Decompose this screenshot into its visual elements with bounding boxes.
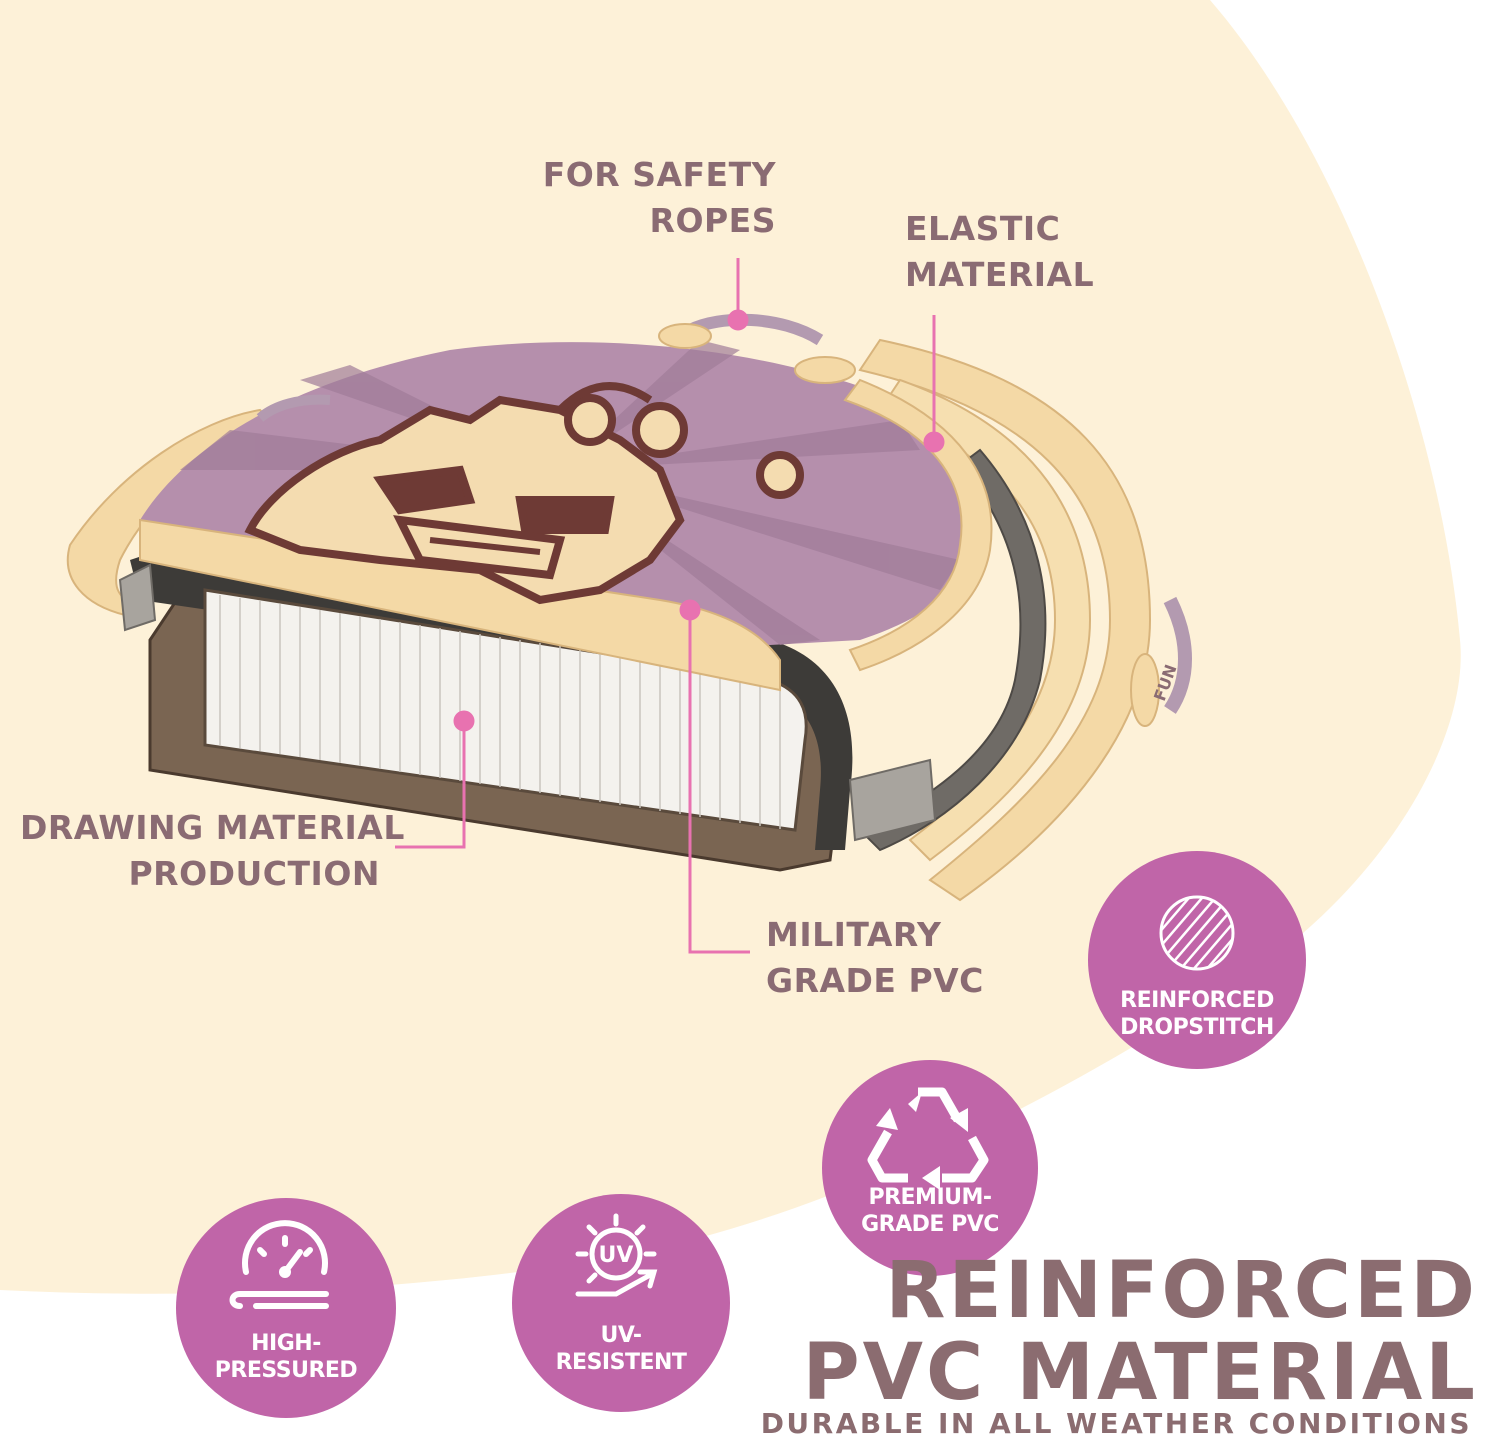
leader-military <box>688 612 750 954</box>
badge-premium-line2: GRADE PVC <box>861 1212 999 1237</box>
callout-elastic-line2: MATERIAL <box>905 255 1095 294</box>
uv-icon-text: UV <box>599 1243 634 1268</box>
badge-uv-line1: UV- <box>600 1323 642 1348</box>
headline-line1: REINFORCED <box>885 1246 1478 1336</box>
headline: REINFORCED PVC MATERIAL <box>802 1250 1478 1414</box>
uv-sun-icon: UV <box>575 1213 658 1297</box>
rope-handle-right <box>1163 596 1192 714</box>
tagline: DURABLE IN ALL WEATHER CONDITIONS <box>760 1407 1472 1440</box>
d-ring-right <box>794 356 856 384</box>
stripes-circle-icon <box>1159 895 1235 971</box>
badge-uv-label: UV- RESISTENT <box>512 1322 730 1376</box>
callout-elastic-material: ELASTIC MATERIAL <box>905 206 1094 298</box>
badge-premium-grade-pvc: PREMIUM- GRADE PVC <box>822 1060 1038 1276</box>
badge-dropstitch-line2: DROPSTITCH <box>1120 1015 1274 1040</box>
tiki-mask <box>244 382 804 605</box>
leader-drawing <box>395 723 466 849</box>
d-ring-side <box>1130 653 1160 727</box>
left-grey-band <box>118 563 157 632</box>
callout-military-line1: MILITARY <box>766 915 942 954</box>
callout-drawing-line2: PRODUCTION <box>128 854 380 893</box>
outer-shell-right-2 <box>878 378 1092 862</box>
badge-pressure-line2: PRESSURED <box>214 1358 358 1383</box>
grey-bumper <box>848 758 937 842</box>
badge-uv-resistent: UV UV- RESISTENT <box>512 1194 730 1412</box>
callout-safety-ropes: FOR SAFETY ROPES <box>540 152 776 244</box>
badge-uv-line2: RESISTENT <box>555 1350 687 1375</box>
badge-premium-line1: PREMIUM- <box>868 1185 992 1210</box>
callout-elastic-line1: ELASTIC <box>905 209 1061 248</box>
callout-military-line2: GRADE PVC <box>766 961 984 1000</box>
badge-pressure-label: HIGH- PRESSURED <box>176 1330 396 1384</box>
deck-side-edge <box>843 378 993 672</box>
dropstitch-threads <box>219 595 781 829</box>
headline-line2: PVC MATERIAL <box>802 1328 1478 1418</box>
pressure-gauge-icon <box>229 1220 329 1309</box>
outer-shell-right <box>858 338 1152 902</box>
recycle-icon <box>867 1087 989 1190</box>
badge-reinforced-dropstitch-label: REINFORCED DROPSTITCH <box>1088 987 1306 1041</box>
badge-high-pressured: HIGH- PRESSURED <box>176 1198 396 1418</box>
badge-pressure-line1: HIGH- <box>251 1331 321 1356</box>
callout-drawing-material: DRAWING MATERIAL PRODUCTION <box>20 805 405 897</box>
callout-safety-ropes-line2: ROPES <box>649 201 776 240</box>
badge-reinforced-dropstitch: REINFORCED DROPSTITCH <box>1088 851 1306 1069</box>
rope-handle-left <box>256 394 331 422</box>
callout-military-pvc: MILITARY GRADE PVC <box>766 912 984 1004</box>
callout-safety-ropes-line1: FOR SAFETY <box>542 155 776 194</box>
callout-drawing-line1: DRAWING MATERIAL <box>20 808 405 847</box>
deck-front-edge <box>139 518 781 692</box>
badge-dropstitch-line1: REINFORCED <box>1120 988 1274 1013</box>
badge-premium-label: PREMIUM- GRADE PVC <box>822 1184 1038 1238</box>
d-ring-left <box>658 323 712 349</box>
